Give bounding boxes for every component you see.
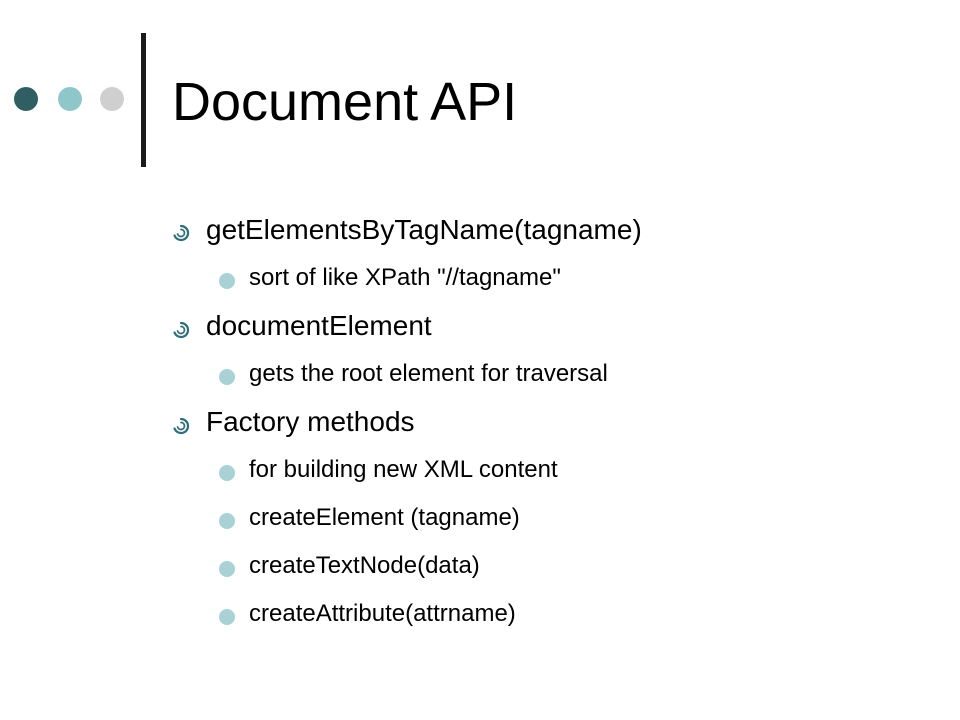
bullet-level2: createTextNode(data) [249,552,480,579]
sub-bullet-dot [219,513,235,529]
decorative-dot-gray [100,87,124,111]
bullet-level2: createElement (tagname) [249,504,520,531]
bullet-level2: sort of like XPath "//tagname" [249,264,561,291]
swirl-bullet-icon [173,417,190,435]
decorative-dot-teal [58,87,82,111]
bullet-level1: Factory methods [206,406,415,437]
title-divider [141,33,146,167]
bullet-level1: documentElement [206,310,432,341]
sub-bullet-dot [219,369,235,385]
decorative-dot-dark [14,87,38,111]
sub-bullet-dot [219,465,235,481]
bullet-level1: getElementsByTagName(tagname) [206,214,642,245]
sub-bullet-dot [219,561,235,577]
bullet-level2: gets the root element for traversal [249,360,608,387]
slide-title: Document API [172,72,518,132]
sub-bullet-dot [219,273,235,289]
swirl-bullet-icon [173,224,190,242]
swirl-bullet-icon [173,321,190,339]
bullet-level2: for building new XML content [249,456,558,483]
bullet-level2: createAttribute(attrname) [249,600,516,627]
sub-bullet-dot [219,609,235,625]
